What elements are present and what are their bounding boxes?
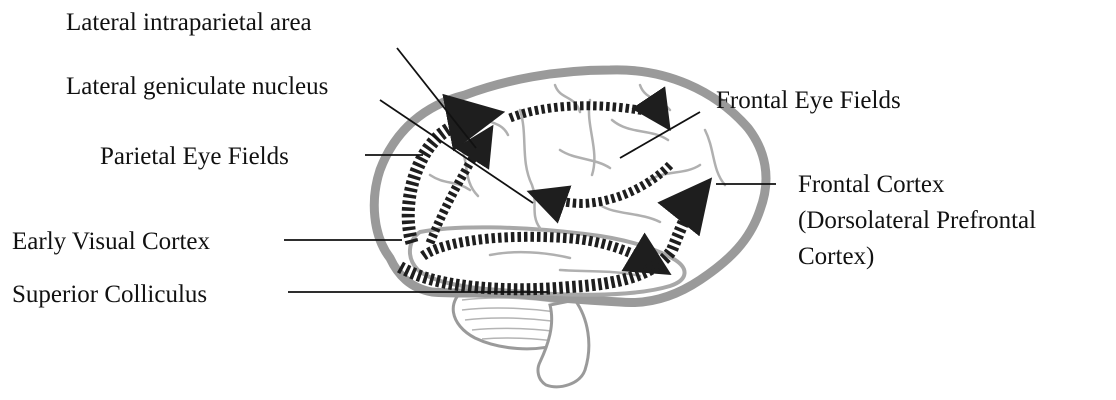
label-frontal-cortex-line-3: Cortex) [798,243,874,270]
label-parietal-eye-fields: Parietal Eye Fields [100,143,289,170]
label-frontal-cortex-line-2: (Dorsolateral Prefrontal [798,207,1036,234]
label-frontal-cortex-line-1: Frontal Cortex [798,171,945,198]
label-lateral-intraparietal-area: Lateral intraparietal area [66,9,312,36]
label-superior-colliculus: Superior Colliculus [12,281,207,308]
label-lateral-geniculate-nucleus: Lateral geniculate nucleus [66,73,328,100]
label-frontal-eye-fields: Frontal Eye Fields [716,87,901,114]
label-early-visual-cortex: Early Visual Cortex [12,228,210,255]
